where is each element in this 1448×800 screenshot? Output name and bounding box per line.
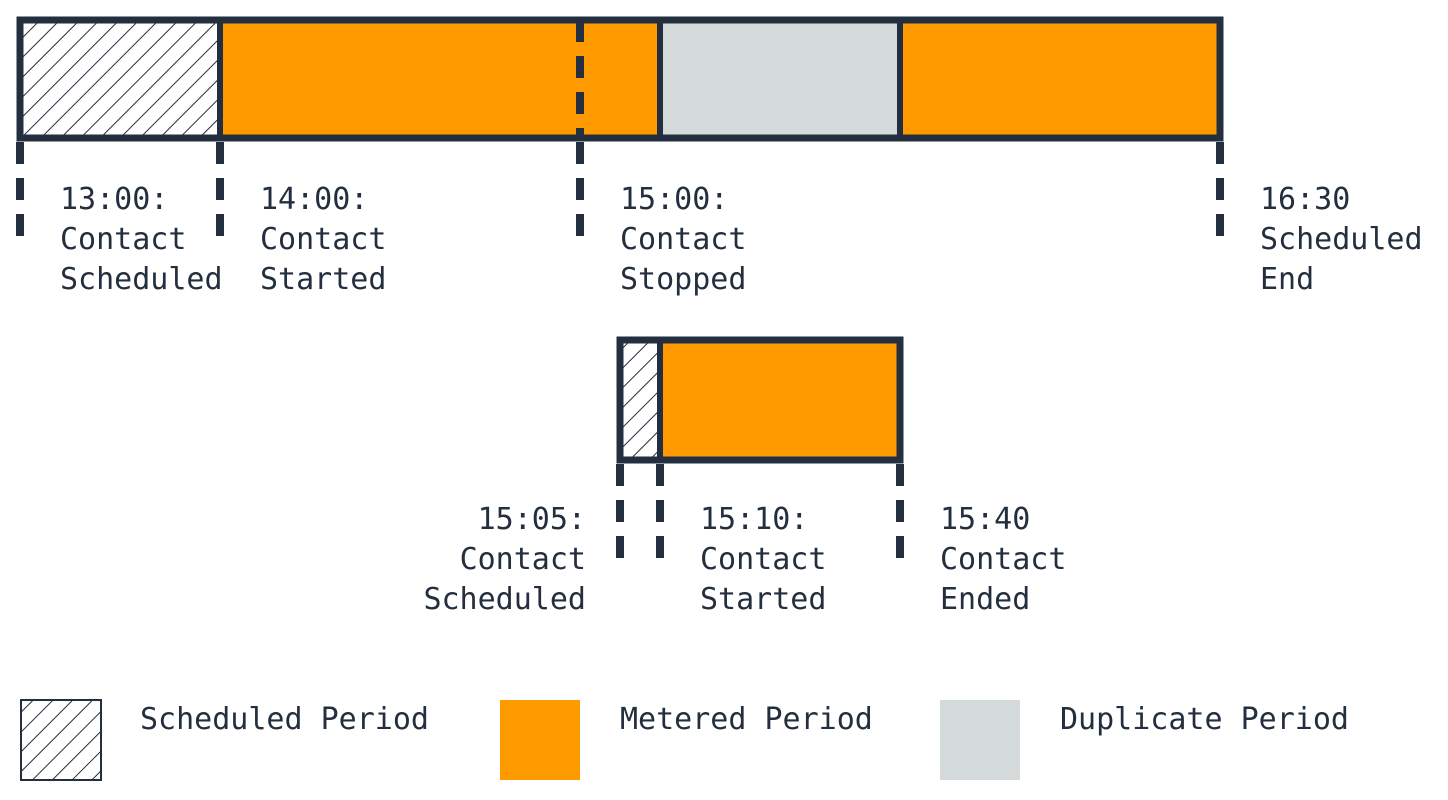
legend-label-metered: Metered Period [620,702,873,737]
marker-line2: Stopped [620,262,747,297]
marker-line1: Contact [940,542,1067,577]
legend-label-scheduled: Scheduled Period [140,702,429,737]
marker-label-15-10: 15:10: Contact Started [700,500,826,620]
duplicate-period-segment [660,20,900,138]
marker-label-15-40: 15:40 Contact Ended [940,500,1066,620]
marker-line1: Scheduled [1260,222,1423,257]
marker-line1: Contact [700,542,827,577]
marker-line2: Scheduled [423,582,586,617]
marker-line2: End [1260,262,1315,297]
marker-line2: Scheduled [60,262,223,297]
marker-time: 16:30 [1260,182,1351,217]
marker-label-14-00: 14:00: Contact Started [260,180,386,300]
marker-line1: Contact [260,222,387,257]
marker-time: 15:10: [700,502,809,537]
marker-time: 15:05: [477,502,586,537]
metered-period-segment [900,20,1220,138]
legend-swatch-scheduled [20,699,102,781]
marker-line2: Started [700,582,827,617]
marker-label-15-05: 15:05: Contact Scheduled [423,500,586,620]
marker-time: 15:00: [620,182,729,217]
marker-time: 15:40 [940,502,1031,537]
legend-label-duplicate: Duplicate Period [1060,702,1349,737]
marker-line1: Contact [620,222,747,257]
marker-time: 14:00: [260,182,369,217]
marker-label-16-30: 16:30 Scheduled End [1260,180,1423,300]
marker-line1: Contact [60,222,187,257]
marker-label-15-00: 15:00: Contact Stopped [620,180,746,300]
metered-period-segment [660,340,900,460]
scheduled-period-segment [620,340,660,460]
marker-line2: Ended [940,582,1031,617]
marker-label-13-00: 13:00: Contact Scheduled [60,180,223,300]
legend-swatch-metered [500,700,580,780]
legend-swatch-duplicate [940,700,1020,780]
metered-period-segment [220,20,660,138]
scheduled-period-segment [20,20,220,138]
timeline-1-bar-outline [16,16,1224,142]
timeline-2-bar-outline [616,336,904,464]
marker-time: 13:00: [60,182,169,217]
marker-line2: Started [260,262,387,297]
marker-line1: Contact [459,542,586,577]
